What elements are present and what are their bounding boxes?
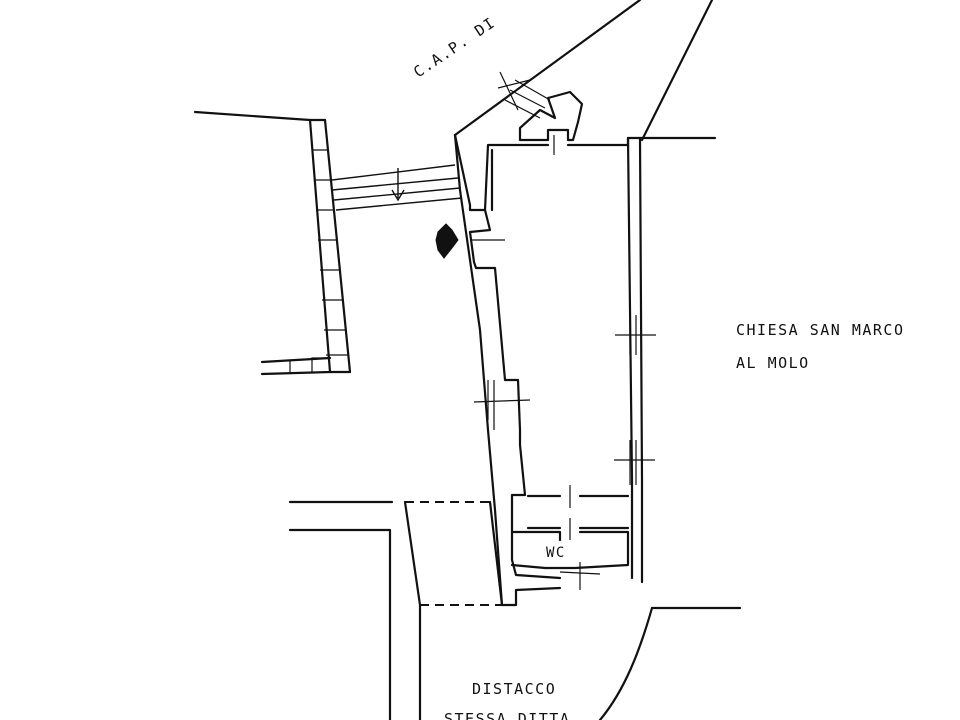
bridge-lines — [331, 164, 463, 211]
street-boundary-line — [453, 0, 642, 137]
pillar-marker — [435, 223, 459, 259]
distacco-label-line2: STESSA DITTA — [444, 710, 570, 720]
east-window-1 — [615, 315, 656, 355]
street-label: C.A.P. DI — [410, 13, 499, 81]
bridge-arrow — [391, 168, 405, 202]
church-label-line1: CHIESA SAN MARCO — [736, 321, 905, 339]
annex-east-wall-inner — [323, 118, 352, 374]
main-east-wall-inner — [638, 136, 644, 584]
annex-wall-hatch — [289, 149, 348, 372]
entrance-door — [504, 79, 551, 119]
main-west-wall — [453, 133, 562, 580]
street-boundary-line-east — [640, 0, 714, 142]
annex-bottom-edge — [260, 356, 332, 364]
west-window — [473, 380, 531, 430]
lower-left-wall-2 — [288, 528, 392, 720]
partition-upper — [526, 494, 630, 530]
entrance-block — [518, 90, 584, 142]
wc-door — [559, 562, 601, 590]
distacco-curve — [598, 606, 654, 720]
wc-label: WC — [546, 545, 566, 561]
main-west-wall-inner — [453, 133, 504, 607]
north-wall — [483, 136, 717, 212]
annex-top-wall — [193, 110, 327, 122]
main-east-wall-outer — [626, 136, 634, 580]
entrance-door-marks — [497, 71, 531, 111]
east-window-2 — [614, 440, 655, 485]
annex-east-wall-outer — [260, 118, 332, 376]
wc-room — [510, 530, 630, 570]
church-label-line2: AL MOLO — [736, 354, 810, 372]
courtyard-east — [488, 500, 562, 607]
distacco-label-line1: DISTACCO — [472, 680, 556, 698]
courtyard-wall — [403, 500, 422, 720]
